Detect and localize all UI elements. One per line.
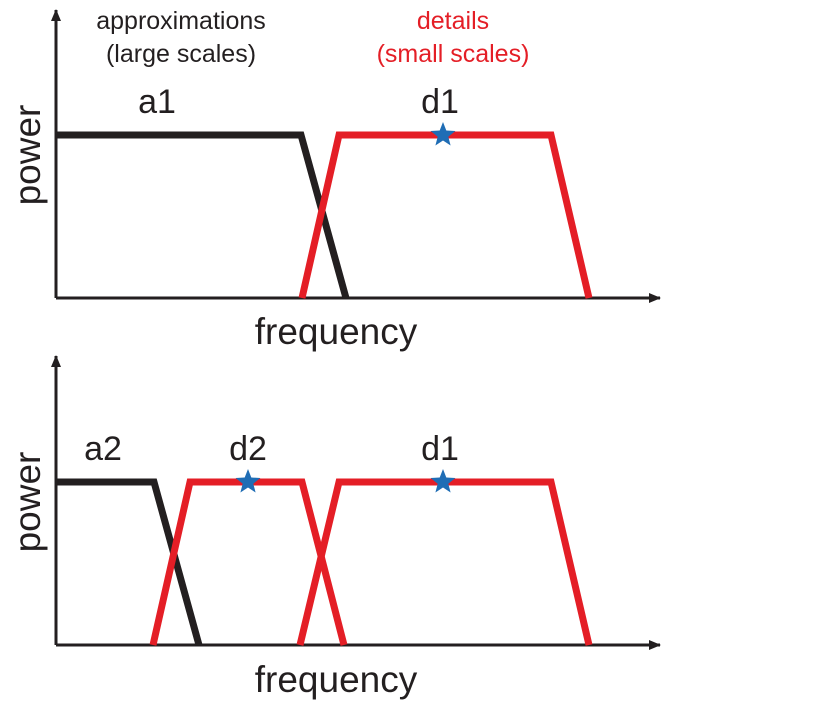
- band-a2-curve: [56, 478, 203, 646]
- approximations-subtitle: (large scales): [106, 40, 256, 68]
- approximations-title: approximations: [96, 7, 266, 35]
- band-d1-curve: [298, 131, 593, 299]
- band-d1-label: d1: [421, 430, 459, 468]
- panel-1: a1 d1 power frequency: [7, 9, 661, 352]
- band-d2-curve: [149, 478, 348, 646]
- panel-2: a2 d2 d1 power frequency: [7, 355, 661, 700]
- panel-1-x-axis-label: frequency: [255, 311, 418, 352]
- band-d1-curve: [296, 478, 593, 646]
- band-a1-curve: [56, 131, 350, 299]
- details-title: details: [417, 7, 489, 35]
- band-a2-label: a2: [84, 430, 122, 468]
- details-subtitle: (small scales): [377, 40, 530, 68]
- band-d1-label: d1: [421, 83, 459, 121]
- band-a1-label: a1: [138, 83, 176, 121]
- band-d1-center-star-icon: [430, 122, 456, 146]
- band-d2-label: d2: [229, 430, 267, 468]
- panel-2-y-axis-label: power: [7, 452, 48, 553]
- panel-1-y-axis-label: power: [7, 105, 48, 206]
- band-d2-center-star-icon: [235, 469, 261, 493]
- panel-2-x-axis-label: frequency: [255, 659, 418, 700]
- band-d1-center-star-icon: [430, 469, 456, 493]
